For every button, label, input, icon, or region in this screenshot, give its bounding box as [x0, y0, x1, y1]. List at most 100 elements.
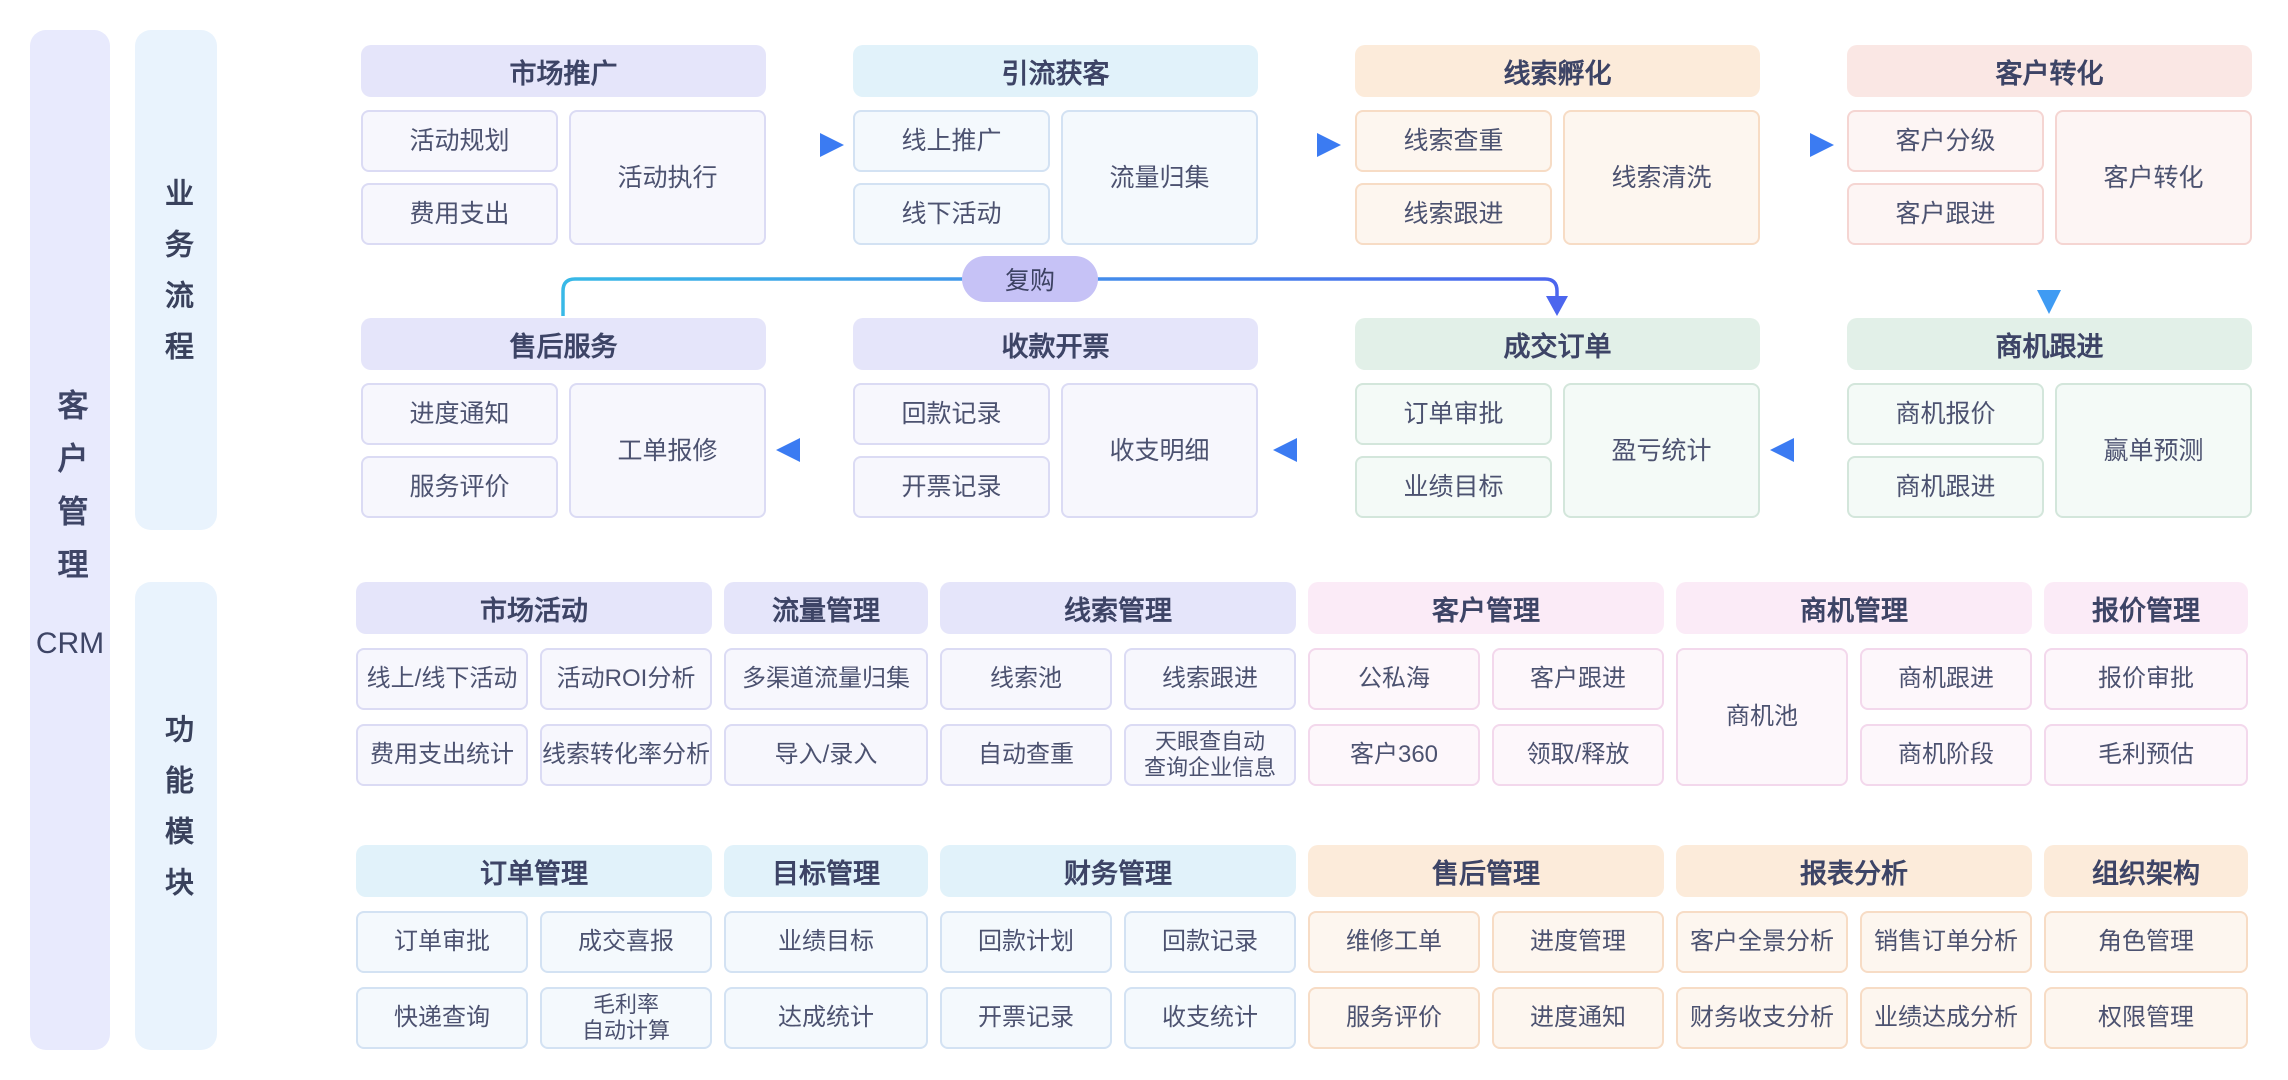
- module-group-body: 角色管理权限管理: [2044, 911, 2248, 1049]
- flow-item-tall: 收支明细: [1061, 383, 1258, 518]
- module-item: 导入/录入: [724, 724, 928, 786]
- arrow-down-conversion-to-opportunity: [2037, 250, 2061, 314]
- module-item: 快递查询: [356, 987, 528, 1049]
- module-row: 服务评价进度通知: [1308, 987, 1664, 1049]
- module-row: 导入/录入: [724, 724, 928, 786]
- flow-item: 订单审批: [1355, 383, 1552, 445]
- module-row: 达成统计: [724, 987, 928, 1049]
- module-group-body: 多渠道流量归集导入/录入: [724, 648, 928, 786]
- module-group: 售后管理维修工单进度管理服务评价进度通知: [1308, 845, 1664, 1049]
- section-function-modules-label: 功能模块: [160, 714, 193, 918]
- module-item: 商机阶段: [1860, 724, 2032, 786]
- module-item: 进度管理: [1492, 911, 1664, 973]
- module-row: 开票记录收支统计: [940, 987, 1296, 1049]
- module-item: 订单审批: [356, 911, 528, 973]
- module-item: 多渠道流量归集: [724, 648, 928, 710]
- module-row: 客户全景分析销售订单分析: [1676, 911, 2032, 973]
- flow-group: 售后服务进度通知服务评价工单报修: [361, 318, 766, 518]
- module-item: 开票记录: [940, 987, 1112, 1049]
- flow-group-header: 客户转化: [1847, 45, 2252, 97]
- module-item: 领取/释放: [1492, 724, 1664, 786]
- arrow-left-2: [1273, 438, 1341, 462]
- module-row: 自动查重天眼查自动 查询企业信息: [940, 724, 1296, 786]
- flow-group-stack: 回款记录开票记录: [853, 383, 1050, 518]
- module-group-header: 流量管理: [724, 582, 928, 634]
- module-group-column: 商机跟进商机阶段: [1860, 648, 2032, 786]
- module-item: 天眼查自动 查询企业信息: [1124, 724, 1296, 786]
- module-group: 报表分析客户全景分析销售订单分析财务收支分析业绩达成分析: [1676, 845, 2032, 1049]
- crm-root-panel: 客户管理 CRM: [30, 30, 110, 1050]
- flow-group-body: 订单审批业绩目标盈亏统计: [1355, 383, 1760, 518]
- module-group-header: 售后管理: [1308, 845, 1664, 897]
- module-row: 毛利预估: [2044, 724, 2248, 786]
- flow-item: 线上推广: [853, 110, 1050, 172]
- module-row: 财务收支分析业绩达成分析: [1676, 987, 2032, 1049]
- module-item-pool: 商机池: [1676, 648, 1848, 786]
- flow-group-body: 进度通知服务评价工单报修: [361, 383, 766, 518]
- module-row: 报价审批: [2044, 648, 2248, 710]
- module-row: 维修工单进度管理: [1308, 911, 1664, 973]
- flow-group-header: 收款开票: [853, 318, 1258, 370]
- flow-group: 引流获客线上推广线下活动流量归集: [853, 45, 1258, 245]
- flow-group-header: 商机跟进: [1847, 318, 2252, 370]
- module-row: 线上/线下活动活动ROI分析: [356, 648, 712, 710]
- flow-group-stack: 订单审批业绩目标: [1355, 383, 1552, 518]
- section-business-process: 业务流程: [135, 30, 217, 530]
- module-group-body: 回款计划回款记录开票记录收支统计: [940, 911, 1296, 1049]
- module-item: 毛利率 自动计算: [540, 987, 712, 1049]
- module-row: 业绩目标: [724, 911, 928, 973]
- module-item: 报价审批: [2044, 648, 2248, 710]
- flow-group-header: 线索孵化: [1355, 45, 1760, 97]
- flow-item-tall: 线索清洗: [1563, 110, 1760, 245]
- module-group-body: 订单审批成交喜报快递查询毛利率 自动计算: [356, 911, 712, 1049]
- flow-group-stack: 客户分级客户跟进: [1847, 110, 2044, 245]
- module-item: 线上/线下活动: [356, 648, 528, 710]
- flow-item: 线下活动: [853, 183, 1050, 245]
- module-row: 线索池线索跟进: [940, 648, 1296, 710]
- crm-subtitle: CRM: [35, 627, 105, 660]
- flow-group-header: 引流获客: [853, 45, 1258, 97]
- arrow-right-1: [776, 133, 844, 157]
- flow-item: 开票记录: [853, 456, 1050, 518]
- flow-group: 线索孵化线索查重线索跟进线索清洗: [1355, 45, 1760, 245]
- module-row: 订单审批成交喜报: [356, 911, 712, 973]
- flow-group-stack: 线上推广线下活动: [853, 110, 1050, 245]
- module-group: 目标管理业绩目标达成统计: [724, 845, 928, 1049]
- module-group: 财务管理回款计划回款记录开票记录收支统计: [940, 845, 1296, 1049]
- module-group: 订单管理订单审批成交喜报快递查询毛利率 自动计算: [356, 845, 712, 1049]
- section-business-process-label: 业务流程: [160, 178, 193, 382]
- flow-group-body: 线索查重线索跟进线索清洗: [1355, 110, 1760, 245]
- module-row: 权限管理: [2044, 987, 2248, 1049]
- crm-title: 客户管理: [52, 389, 88, 601]
- flow-group-header: 成交订单: [1355, 318, 1760, 370]
- arrow-right-2: [1273, 133, 1341, 157]
- module-group-body: 商机池商机跟进商机阶段: [1676, 648, 2032, 786]
- module-group-body: 线索池线索跟进自动查重天眼查自动 查询企业信息: [940, 648, 1296, 786]
- module-item: 商机跟进: [1860, 648, 2032, 710]
- flow-item-tall: 客户转化: [2055, 110, 2252, 245]
- module-row: 回款计划回款记录: [940, 911, 1296, 973]
- flow-item: 活动规划: [361, 110, 558, 172]
- flow-item: 回款记录: [853, 383, 1050, 445]
- module-group-body: 报价审批毛利预估: [2044, 648, 2248, 786]
- module-item: 业绩达成分析: [1860, 987, 2032, 1049]
- module-item: 费用支出统计: [356, 724, 528, 786]
- flow-group: 收款开票回款记录开票记录收支明细: [853, 318, 1258, 518]
- flow-item: 客户跟进: [1847, 183, 2044, 245]
- flow-group: 商机跟进商机报价商机跟进赢单预测: [1847, 318, 2252, 518]
- arrow-left-3: [1770, 438, 1838, 462]
- module-item: 权限管理: [2044, 987, 2248, 1049]
- module-group: 商机管理商机池商机跟进商机阶段: [1676, 582, 2032, 786]
- flow-item: 商机报价: [1847, 383, 2044, 445]
- module-group: 报价管理报价审批毛利预估: [2044, 582, 2248, 786]
- section-function-modules: 功能模块: [135, 582, 217, 1050]
- module-group-body: 客户全景分析销售订单分析财务收支分析业绩达成分析: [1676, 911, 2032, 1049]
- arrow-left-1: [776, 438, 844, 462]
- module-row: 角色管理: [2044, 911, 2248, 973]
- flow-group-stack: 进度通知服务评价: [361, 383, 558, 518]
- module-item: 达成统计: [724, 987, 928, 1049]
- flow-group: 客户转化客户分级客户跟进客户转化: [1847, 45, 2252, 245]
- module-item: 角色管理: [2044, 911, 2248, 973]
- flow-item: 进度通知: [361, 383, 558, 445]
